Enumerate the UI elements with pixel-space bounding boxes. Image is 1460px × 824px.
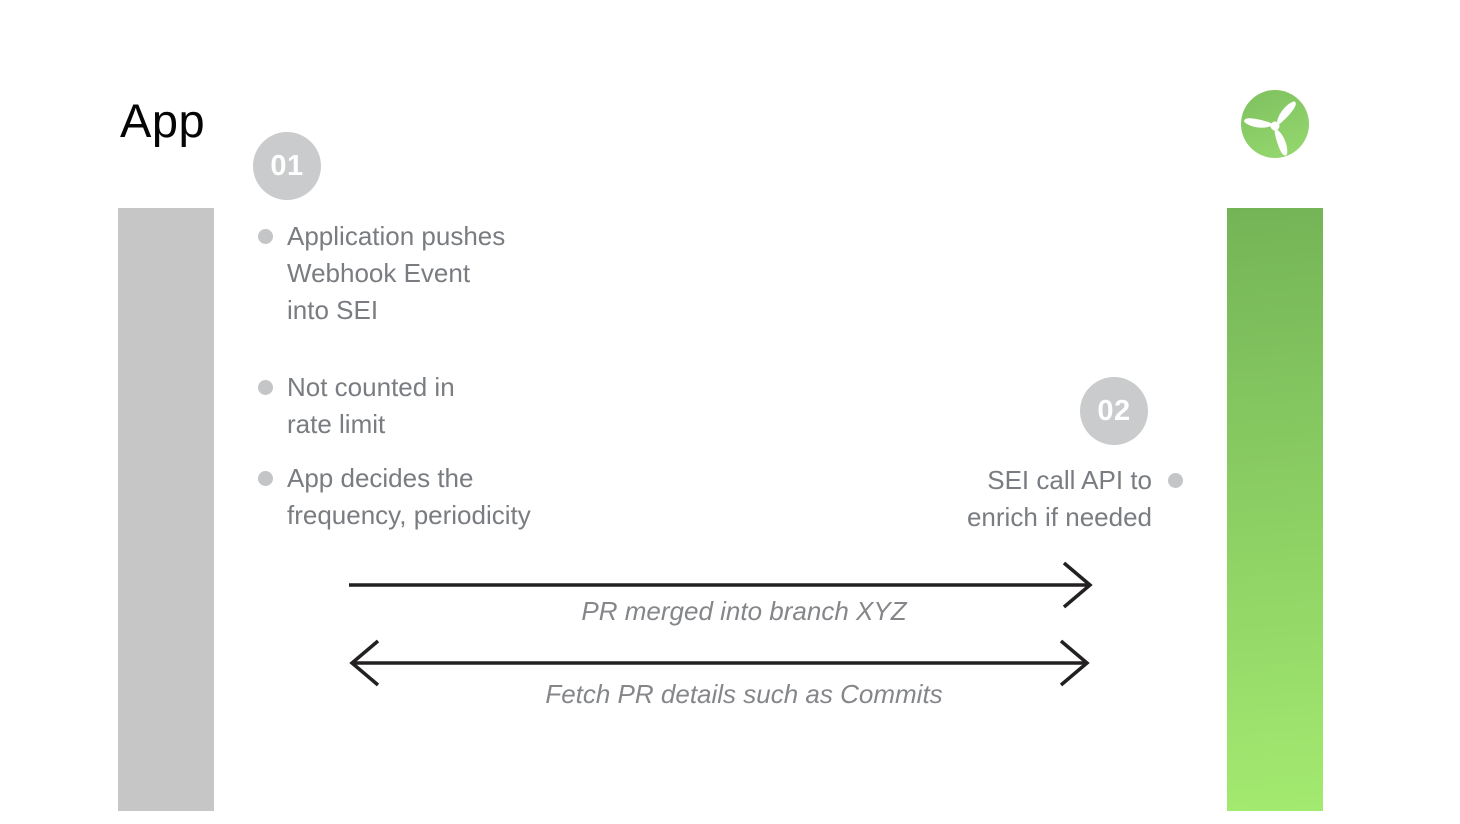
bullet-text: Application pushes Webhook Event into SE… <box>287 218 505 329</box>
bullet-line: App decides the <box>287 463 474 493</box>
bullet-dot-icon <box>258 471 273 486</box>
bullet-line: rate limit <box>287 409 386 439</box>
sei-lifeline-bar <box>1227 208 1323 811</box>
bullet-line: SEI call API to <box>987 465 1152 495</box>
step-2-bullet-list: SEI call API to enrich if needed <box>967 462 1183 536</box>
bullet-line: enrich if needed <box>966 502 1152 532</box>
step-1-bullet-list: Application pushes Webhook Event into SE… <box>258 218 618 534</box>
bullet-dot-icon <box>258 380 273 395</box>
bullet-item: Application pushes Webhook Event into SE… <box>258 218 618 329</box>
bullet-line: frequency, periodicity <box>287 500 531 530</box>
bullet-item: Not counted in rate limit <box>258 369 618 443</box>
bullet-text: App decides the frequency, periodicity <box>287 460 531 534</box>
bullet-text: SEI call API to enrich if needed <box>967 462 1152 536</box>
bullet-line: Application pushes <box>287 221 506 251</box>
bullet-dot-icon <box>258 229 273 244</box>
bullet-dot-icon <box>1168 473 1183 488</box>
bullet-item: App decides the frequency, periodicity <box>258 460 618 534</box>
step-2-badge: 02 <box>1080 377 1148 445</box>
bullet-text: Not counted in rate limit <box>287 369 455 443</box>
bullet-line: Not counted in <box>287 372 455 402</box>
arrow-label: Fetch PR details such as Commits <box>545 679 943 709</box>
app-actor-title: App <box>120 94 206 147</box>
step-1-badge: 01 <box>253 132 321 200</box>
bullet-line: Webhook Event <box>287 258 471 288</box>
sei-propeller-logo-icon <box>1241 90 1309 158</box>
arrow-label: PR merged into branch XYZ <box>581 596 907 626</box>
bullet-line: into SEI <box>287 295 379 325</box>
app-lifeline-bar <box>118 208 214 811</box>
